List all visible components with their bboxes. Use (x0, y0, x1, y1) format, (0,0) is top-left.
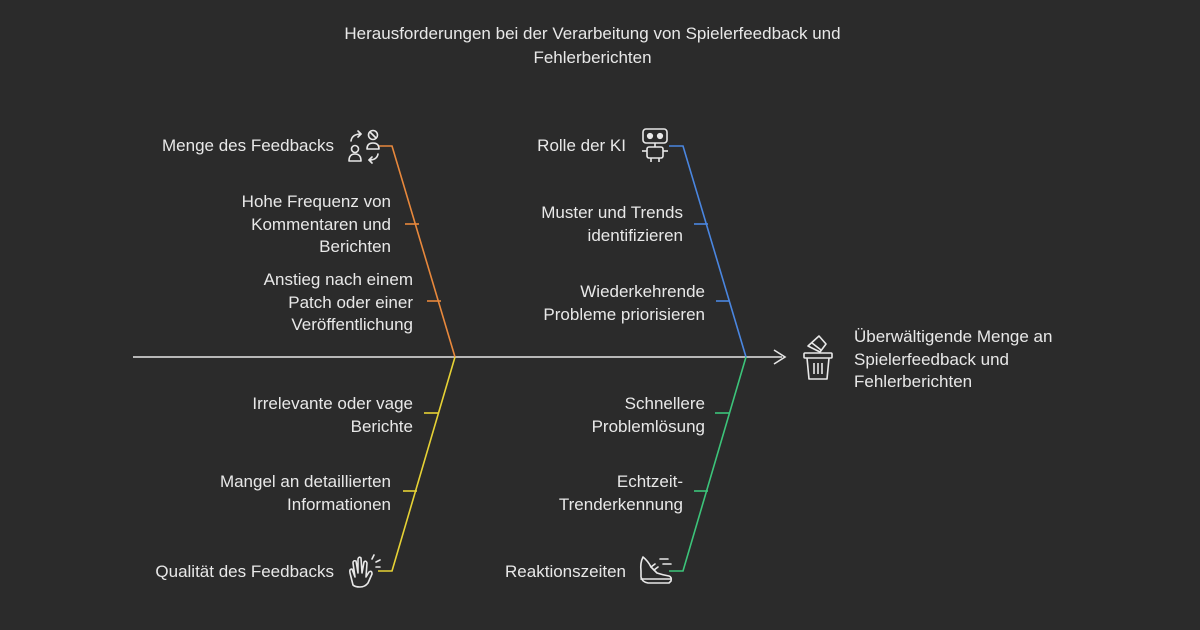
cause-label: Echtzeit-Trenderkennung (558, 472, 683, 514)
robot-icon (642, 128, 668, 162)
category-label-menge: Menge des Feedbacks (162, 136, 334, 155)
people-exchange-icon (348, 129, 380, 164)
branch-qualitaet-des-feedbacks (378, 356, 456, 572)
cause-label: Irrelevante oder vage Berichte (252, 394, 413, 436)
category-label-ki: Rolle der KI (537, 136, 626, 155)
cause-label: Muster und Trends identifizieren (541, 203, 683, 245)
cause-label: Wiederkehrende Probleme priorisieren (543, 282, 705, 324)
clapping-hands-icon (348, 554, 381, 588)
diagram-title: Herausforderungen bei der Verarbeitung v… (344, 24, 841, 67)
cause-label: Hohe Frequenz von Kommentaren und Berich… (241, 192, 391, 256)
spine-arrowhead (773, 349, 787, 365)
branch-menge-des-feedbacks (378, 145, 456, 358)
category-label-qualitaet: Qualität des Feedbacks (155, 562, 334, 581)
cause-label: Mangel an detaillierten Informationen (219, 472, 391, 514)
trash-bin-icon (803, 335, 833, 380)
cause-label: Anstieg nach einem Patch oder einer Verö… (263, 270, 413, 334)
category-label-reaktion: Reaktionszeiten (505, 562, 626, 581)
cause-label: Schnellere Problemlösung (591, 394, 705, 436)
effect-label: Überwältigende Menge an Spielerfeedback … (854, 327, 1053, 391)
running-shoe-icon (639, 556, 673, 584)
branch-rolle-der-ki (669, 145, 747, 358)
branch-reaktionszeiten (669, 356, 747, 572)
